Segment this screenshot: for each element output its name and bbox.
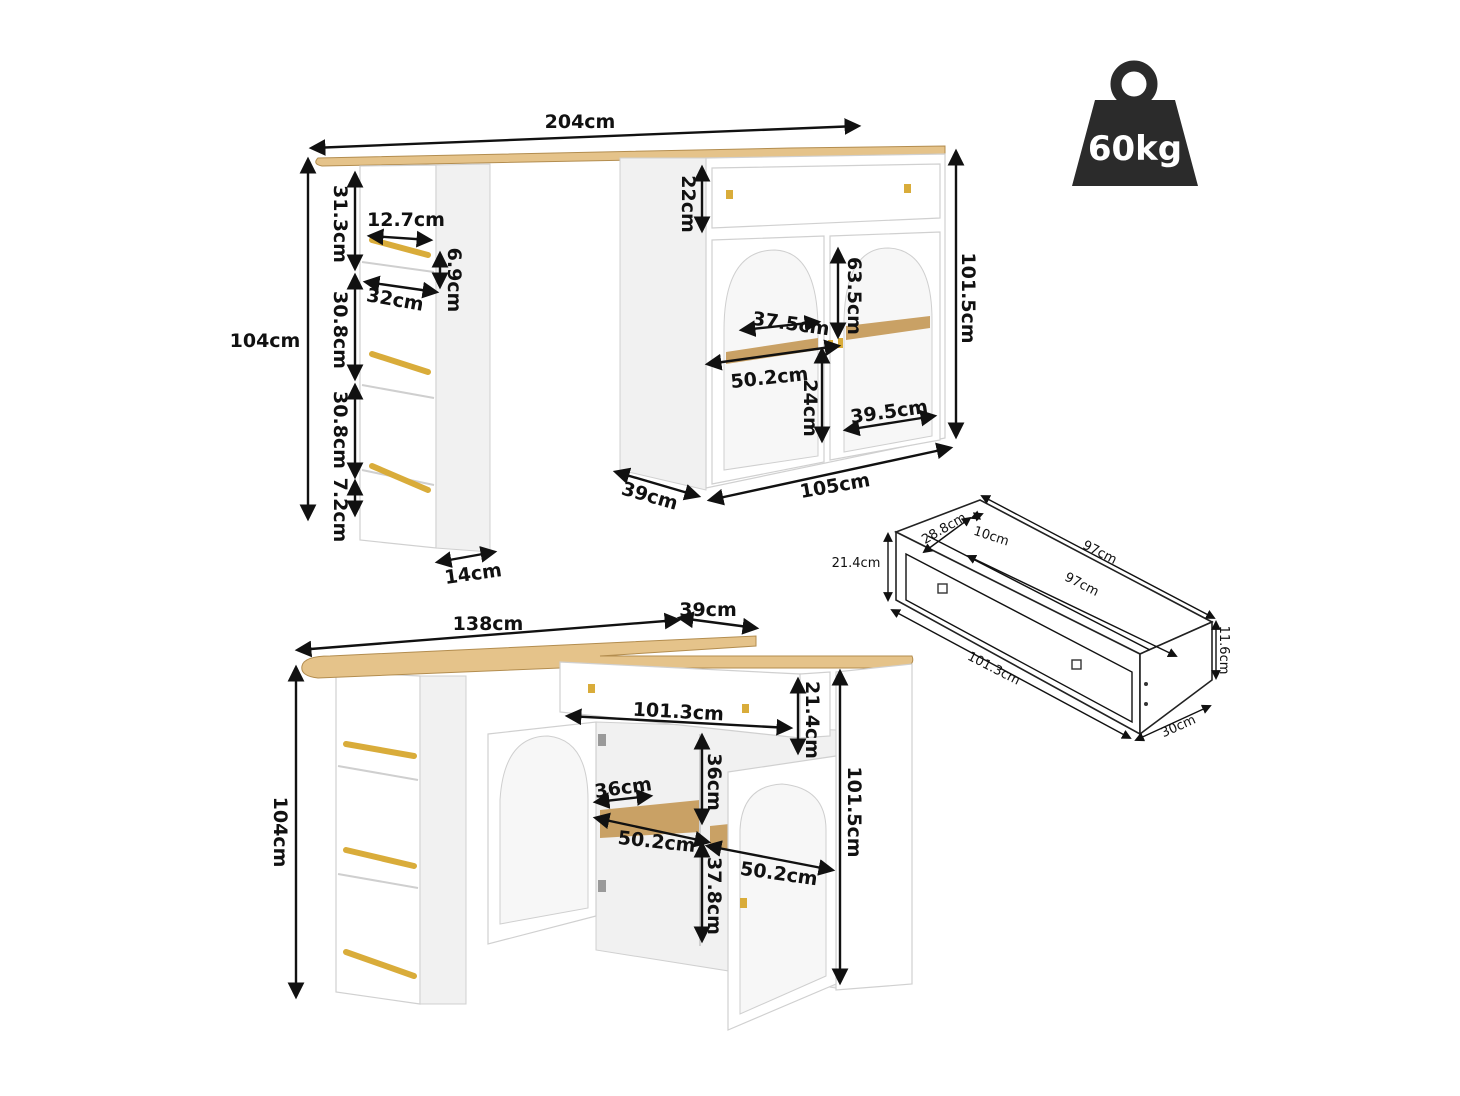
weight-icon: 60kg [1072,60,1198,186]
dim-drawer-height: 22cm [677,175,699,233]
dim-shelf-height-1: 31.3cm [329,185,351,263]
dim-cabinet-height: 101.5cm [957,252,979,343]
dim-upper-height: 36cm [703,753,725,811]
dim-height-left: 104cm [230,330,301,352]
top-view-drawer [711,163,941,229]
dim-bottom-length: 138cm [453,613,524,635]
weight-label: 60kg [1088,129,1182,169]
dim-plinth: 7.2cm [329,478,351,543]
dim-door-height: 63.5cm [843,257,865,335]
dim-shelf-height-3: 30.8cm [329,391,351,469]
dim-lip-height: 6.9cm [443,248,465,313]
dim-shelf-opening: 12.7cm [367,209,445,231]
top-view-furniture [315,145,946,553]
dim-lower-height: 24cm [799,379,821,437]
dim-bottom-lower-height: 37.8cm [703,857,725,935]
dim-cabinet-depth: 39cm [619,478,680,515]
dim-drawer-front-height: 21.4cm [832,556,881,571]
bottom-view-furniture [301,635,914,1031]
dim-total-width: 204cm [545,111,616,133]
dim-bottom-drawer-height: 21.4cm [801,681,823,759]
dim-bottom-height-left: 104cm [269,797,291,868]
dim-drawer-side-height: 11.6cm [1216,626,1231,675]
dim-drawer-depth: 30cm [1159,713,1198,741]
dim-drawer-width: 101.3cm [632,699,724,726]
dim-cabinet-width: 105cm [798,469,871,503]
dim-side-depth: 14cm [443,559,503,589]
dim-shelf-height-2: 30.8cm [329,291,351,369]
dim-bottom-cabinet-height: 101.5cm [843,766,865,857]
dim-rotated-depth: 39cm [679,599,737,621]
